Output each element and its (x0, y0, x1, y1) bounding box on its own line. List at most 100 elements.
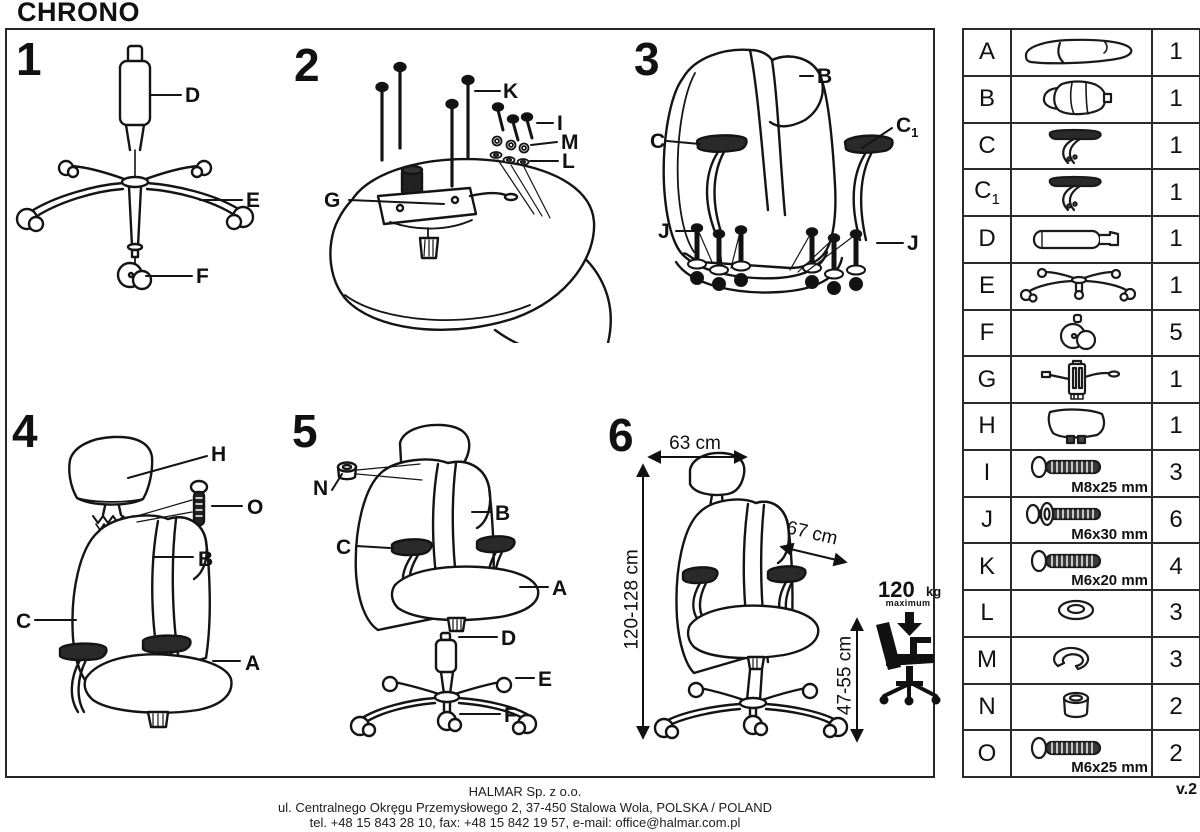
fig5-label-N: N (313, 477, 329, 500)
diagram-border (5, 28, 935, 778)
part-qty-cell: 1 (1151, 215, 1200, 264)
part-size-label: M6x20 mm (1071, 572, 1148, 590)
dimension-seat-height: 47-55 cm (834, 635, 856, 716)
mechanism-drawing (376, 164, 519, 260)
caster-icon (1012, 312, 1151, 354)
base-assembly-drawing (349, 631, 538, 738)
max-load-value: 120 (878, 577, 915, 602)
flat-washers-l-drawing (489, 151, 530, 166)
fig4-label-O: O (247, 496, 264, 519)
figure-2-drawing (329, 61, 612, 343)
assembly-hint-lines (697, 229, 856, 273)
bushing-icon (1012, 686, 1151, 728)
armrest-c1-drawing (843, 134, 894, 242)
part-qty-cell: 1 (1151, 28, 1200, 77)
spring-washers-m-drawing (491, 135, 530, 154)
part-icon-cell: M6x30 mm (1010, 495, 1153, 545)
fig5-label-D: D (501, 627, 517, 650)
part-id-cell: A (962, 28, 1012, 77)
part-qty: 1 (1169, 225, 1183, 253)
figure-3-drawing (662, 48, 904, 295)
part-qty: 1 (1169, 178, 1183, 206)
part-id-cell: K (962, 542, 1012, 591)
part-qty-cell: 3 (1151, 448, 1200, 498)
fig2-label-G: G (324, 189, 341, 212)
max-load-pictogram (876, 612, 941, 706)
part-icon-cell (1010, 28, 1153, 77)
part-qty-cell: 1 (1151, 261, 1200, 311)
leader-lines (145, 94, 243, 277)
part-qty-cell: 1 (1151, 74, 1200, 124)
part-qty-cell: 1 (1151, 402, 1200, 451)
screw-icon (1012, 733, 1151, 775)
fig5-label-F: F (504, 704, 517, 727)
part-qty: 4 (1169, 552, 1183, 580)
chair-drawing (58, 514, 233, 729)
fig4-label-B: B (198, 548, 214, 571)
base-drawing (15, 159, 255, 259)
mechanism-icon (1012, 359, 1151, 401)
armrest-icon (1012, 172, 1151, 214)
part-id: I (983, 459, 991, 487)
part-id: O (977, 739, 997, 767)
leader-lines (34, 455, 243, 662)
screw-o-drawing (189, 479, 209, 527)
screw-icon (1012, 546, 1151, 588)
fig2-label-I: I (557, 112, 563, 135)
part-qty: 1 (1169, 131, 1183, 159)
max-load-label: maximum (885, 598, 931, 608)
part-qty-cell: 6 (1151, 495, 1200, 545)
part-icon-cell (1010, 168, 1153, 217)
part-qty-cell: 1 (1151, 168, 1200, 217)
part-id: C (978, 131, 996, 159)
leader-lines (666, 75, 904, 244)
fig5-label-C: C (336, 536, 352, 559)
part-qty: 3 (1169, 459, 1183, 487)
leader-lines (331, 473, 549, 715)
fig3-label-B: B (817, 65, 833, 88)
part-qty-cell: 1 (1151, 121, 1200, 171)
part-qty-cell: 4 (1151, 542, 1200, 591)
part-id: H (978, 412, 996, 440)
screw-icon (1012, 452, 1151, 494)
fig2-label-K: K (503, 80, 519, 103)
fig3-label-J-right: J (907, 232, 919, 255)
part-qty-cell: 3 (1151, 635, 1200, 685)
caster-drawing (116, 256, 153, 291)
footer-company: HALMAR Sp. z o.o. (468, 784, 582, 799)
footer-address: ul. Centralnego Okręgu Przemysłowego 2, … (277, 799, 772, 815)
part-id-cell: L (962, 589, 1012, 638)
spring-washer-icon (1012, 639, 1151, 681)
part-id: D (978, 225, 996, 253)
part-qty: 5 (1169, 318, 1183, 346)
part-id: G (977, 365, 997, 393)
page-title: CHRONO (17, 0, 140, 27)
step-3-number: 3 (634, 33, 660, 85)
part-id: J (981, 505, 993, 533)
part-qty: 3 (1169, 646, 1183, 674)
part-icon-cell (1010, 355, 1153, 404)
part-id: E (978, 272, 995, 300)
part-qty: 1 (1169, 365, 1183, 393)
part-icon-cell: M8x25 mm (1010, 448, 1153, 498)
part-qty-cell: 3 (1151, 589, 1200, 638)
figure-4-drawing (34, 435, 243, 729)
seat-icon (1012, 31, 1151, 73)
version-label: v.2 (1175, 781, 1197, 798)
fig3-label-J-left: J (658, 220, 670, 243)
screws-j-drawing (687, 223, 866, 295)
screws-k-drawing (375, 61, 475, 188)
screws-i-drawing (491, 102, 534, 142)
part-icon-cell (1010, 402, 1153, 451)
figure-6-drawing (636, 450, 941, 743)
part-id-cell: C (962, 121, 1012, 171)
part-icon-cell (1010, 121, 1153, 171)
fig3-label-C1: C1 (896, 114, 919, 141)
